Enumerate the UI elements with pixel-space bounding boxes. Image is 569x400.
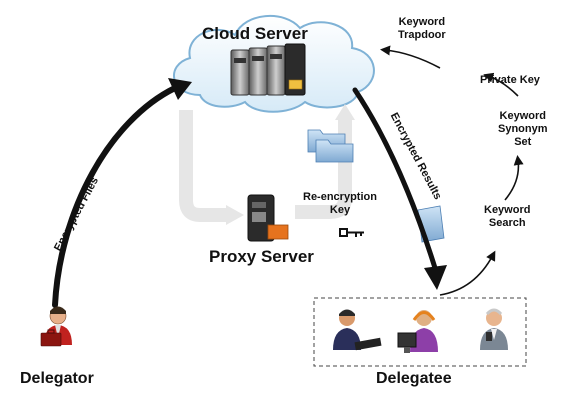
proxy-server-icon (247, 194, 289, 242)
delegatee-label: Delegatee (376, 370, 452, 387)
keyword-synonym-set-line1: Keyword (499, 110, 546, 122)
encrypted-files-arrow (52, 78, 192, 308)
delegatee-group-box (313, 297, 527, 367)
cloud-server-label: Cloud Server (202, 24, 308, 43)
reencryption-key-line2: Key (329, 204, 351, 216)
keyword-search-line1: Keyword (484, 204, 531, 216)
proxy-server-label: Proxy Server (209, 247, 314, 266)
key-icon (339, 228, 364, 237)
keyword-trapdoor-line1: Keyword (398, 16, 446, 28)
keyword-synonym-set-label: Keyword Synonym Set (498, 110, 548, 149)
server-rack-icon (230, 43, 306, 96)
keyword-trapdoor-line2: Trapdoor (398, 29, 446, 41)
folder-icon (307, 129, 354, 163)
keyword-search-line2: Search (488, 217, 526, 229)
reencryption-key-label: Re-encryption Key (303, 191, 377, 217)
cloud-proxy-exchange-arrows (179, 104, 355, 225)
private-key-label: Private Key (480, 74, 540, 86)
people-group-icon (333, 308, 508, 353)
keyword-synonym-set-line3: Set (514, 136, 532, 148)
reencryption-key-line1: Re-encryption (303, 191, 377, 203)
keyword-trapdoor-label: Keyword Trapdoor (398, 16, 446, 42)
keyword-cycle-arrows (380, 45, 524, 296)
keyword-synonym-set-line2: Synonym (498, 123, 548, 135)
keyword-search-label: Keyword Search (484, 204, 530, 230)
delegator-label: Delegator (20, 370, 94, 387)
encrypted-results-arrow (352, 87, 447, 290)
person-with-briefcase-icon (40, 306, 72, 347)
